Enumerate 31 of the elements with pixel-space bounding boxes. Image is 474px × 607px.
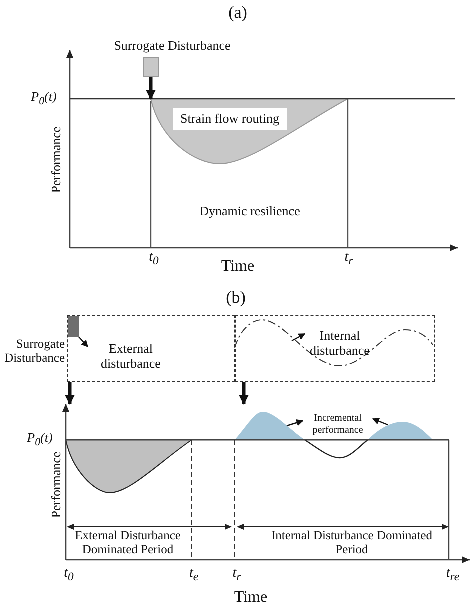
area-label: Strain flow routing	[173, 108, 287, 130]
arrow	[239, 382, 249, 405]
axis-tick-label: t$_{re}$	[446, 566, 460, 584]
disturbance-label: External disturbance	[100, 342, 162, 372]
text-label: Time	[221, 258, 255, 276]
text-label: (a)	[228, 3, 248, 23]
arrow	[146, 77, 156, 100]
annotation-label: Incremental performance	[312, 413, 364, 436]
arrow	[78, 336, 88, 348]
axis-tick-label: t$_{r}$	[232, 566, 242, 584]
text-label: Time	[234, 588, 268, 607]
axis-title: Performance	[50, 452, 64, 518]
arrow	[286, 420, 304, 427]
axis-tick-label: P$_{0}$(t)	[27, 430, 53, 450]
axis-tick-label: t$_{r}$	[344, 250, 354, 268]
arrow	[292, 333, 306, 342]
axis-title: Performance	[50, 126, 64, 194]
axis-tick-label: t$_{0}$	[64, 566, 74, 584]
side-label: Surrogate Disturbance	[4, 337, 65, 366]
text-label: Internal Disturbance Dominated Period	[270, 528, 434, 558]
arrow	[372, 418, 388, 426]
axis-tick-label: t$_{e}$	[189, 566, 199, 584]
arrow	[65, 382, 75, 405]
text-label: External Disturbance Dominated Period	[74, 528, 182, 558]
text-label: (b)	[226, 288, 246, 308]
axis-tick-label: P$_{0}$(t)	[31, 90, 57, 108]
source-label: Surrogate Disturbance	[113, 38, 232, 54]
axis-tick-label: t$_{0}$	[149, 250, 159, 268]
disturbance-label: Internal disturbance	[309, 328, 371, 358]
dashed-frame	[235, 315, 435, 382]
text-label: Dynamic resilience	[200, 204, 300, 220]
